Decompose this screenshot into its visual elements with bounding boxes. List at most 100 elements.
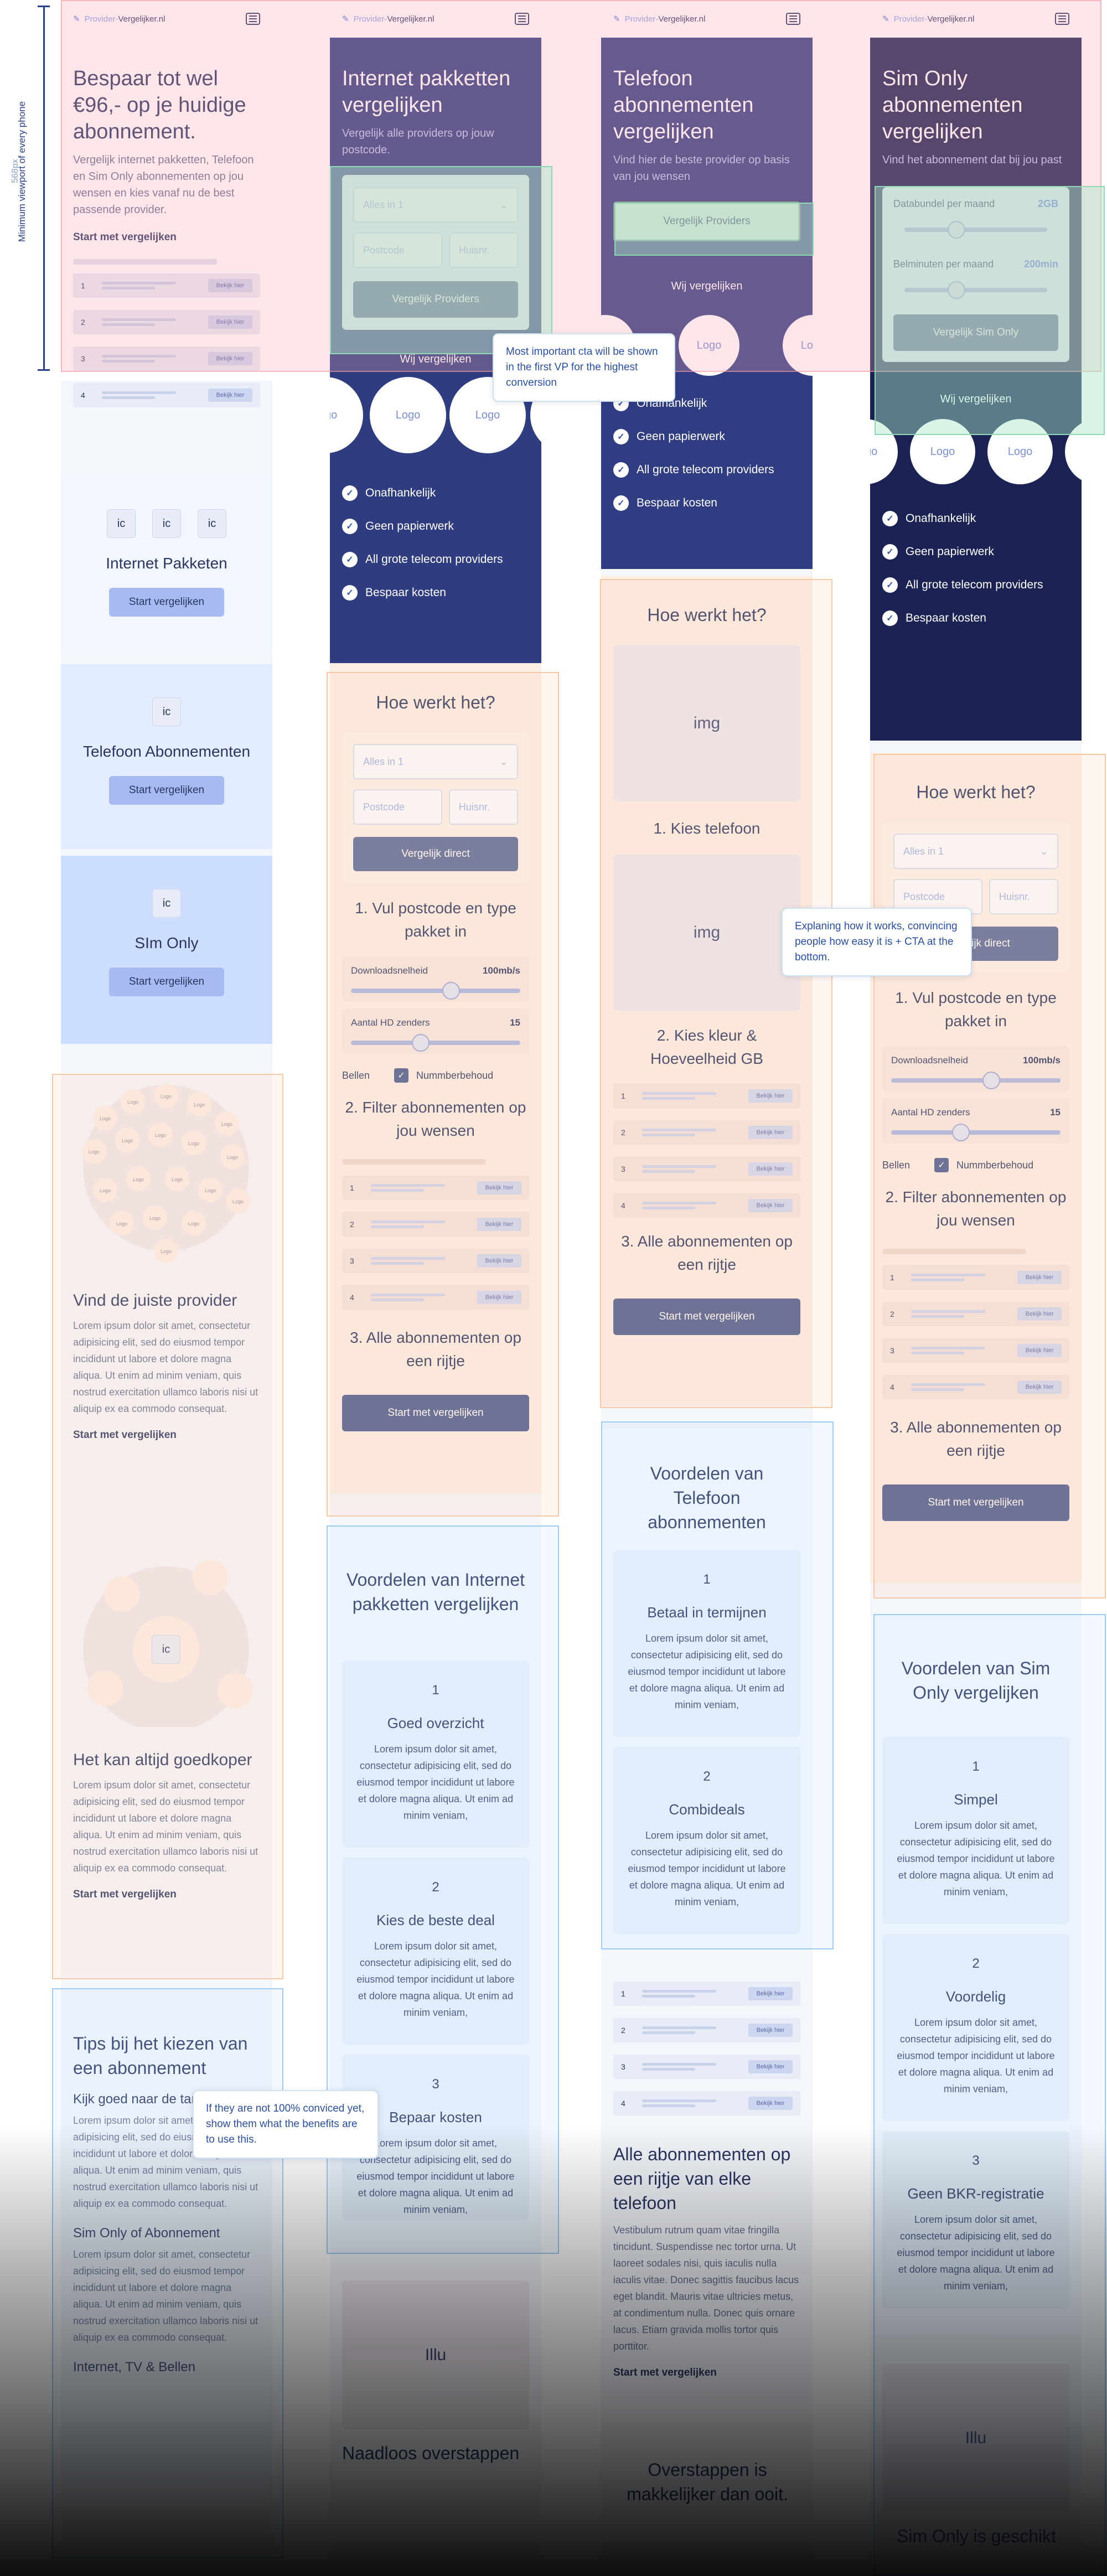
view-button[interactable]: Bekijk hier: [477, 1218, 521, 1231]
view-button[interactable]: Bekijk hier: [748, 1199, 793, 1212]
benefits-title: Voordelen van Sim Only vergelijken: [901, 1658, 1051, 1703]
data-label: Databundel per maand: [893, 198, 995, 209]
menu-icon[interactable]: [786, 13, 800, 25]
cheaper-illustration: ic: [77, 1550, 255, 1732]
logo-bubble: [126, 1167, 151, 1191]
data-slider[interactable]: [904, 221, 1047, 239]
tv-icon: ic: [152, 509, 181, 538]
view-button[interactable]: Bekijk hier: [748, 1089, 793, 1103]
package-select[interactable]: Alles in 1⌄: [893, 834, 1058, 869]
cheaper-link[interactable]: Start met vergelijken: [73, 1889, 177, 1900]
compare-providers-button[interactable]: Vergelijk Providers: [613, 201, 800, 241]
brand-logo[interactable]: ✎ Provider-Vergelijker.nl: [613, 14, 706, 24]
minutes-slider[interactable]: [904, 281, 1047, 299]
logo-bubble: [220, 1145, 245, 1169]
provider-logo[interactable]: Logo: [987, 419, 1053, 484]
check-icon: ✓: [882, 511, 898, 526]
download-slider[interactable]: [891, 1072, 1061, 1089]
checkbox-icon[interactable]: ✓: [934, 1158, 949, 1172]
menu-icon[interactable]: [246, 13, 260, 25]
provider-title: Vind de juiste provider: [73, 1291, 237, 1310]
number-keep-label: Nummberbehoud: [416, 1069, 494, 1081]
house-number-input[interactable]: Huisnr.: [448, 789, 518, 825]
logo-bubble: [187, 1092, 211, 1116]
view-button[interactable]: Bekijk hier: [477, 1181, 521, 1194]
hd-slider[interactable]: [891, 1124, 1061, 1141]
start-compare-button[interactable]: Start vergelijken: [109, 776, 224, 805]
hero-title: Internet pakketten vergelijken: [342, 67, 511, 117]
logo-bubble-label: Logo: [127, 1099, 138, 1105]
provider-logo[interactable]: Logo: [870, 419, 898, 484]
view-button[interactable]: Bekijk hier: [208, 279, 252, 292]
view-button[interactable]: Bekijk hier: [1017, 1344, 1062, 1357]
logo-bubble: [82, 1139, 106, 1163]
view-button[interactable]: Bekijk hier: [748, 1162, 793, 1176]
view-button[interactable]: Bekijk hier: [208, 315, 252, 329]
package-select[interactable]: Alles in 1⌄: [353, 187, 518, 223]
view-button[interactable]: Bekijk hier: [208, 389, 252, 402]
compare-providers-button[interactable]: Vergelijk Providers: [353, 281, 518, 318]
view-button[interactable]: Bekijk hier: [477, 1291, 521, 1304]
provider-logo[interactable]: Logo: [679, 315, 739, 376]
start-compare-button[interactable]: Start vergelijken: [109, 588, 224, 617]
compare-label: Wij vergelijken: [940, 393, 1012, 405]
phone-icon: ic: [198, 509, 226, 538]
view-button[interactable]: Bekijk hier: [1017, 1307, 1062, 1321]
view-button[interactable]: Bekijk hier: [748, 2024, 793, 2037]
compare-sim-button[interactable]: Vergelijk Sim Only: [893, 314, 1058, 351]
view-button[interactable]: Bekijk hier: [1017, 1271, 1062, 1284]
package-select[interactable]: Alles in 1⌄: [353, 744, 518, 779]
brand-logo[interactable]: ✎ Provider-Vergelijker.nl: [73, 14, 165, 24]
view-button[interactable]: Bekijk hier: [1017, 1380, 1062, 1394]
logo-bubble-label: Logo: [161, 1249, 172, 1254]
provider-logo[interactable]: Logo: [910, 419, 975, 484]
start-compare-button[interactable]: Start met vergelijken: [342, 1395, 529, 1431]
logo-bubble: [154, 1084, 178, 1108]
logo-bubble-label: Logo: [194, 1102, 205, 1108]
usp-item: ✓Onafhankelijk: [882, 502, 1069, 535]
menu-icon[interactable]: [1055, 13, 1069, 25]
hero-cta-link[interactable]: Start met vergelijken: [73, 231, 177, 243]
start-compare-button[interactable]: Start met vergelijken: [613, 1299, 800, 1335]
provider-logo[interactable]: Logo: [370, 377, 446, 453]
view-button[interactable]: Bekijk hier: [208, 352, 252, 365]
postcode-input[interactable]: Postcode: [353, 789, 442, 825]
brand-logo[interactable]: ✎ Provider-Vergelijker.nl: [882, 14, 975, 24]
start-compare-button[interactable]: Start vergelijken: [109, 968, 224, 996]
provider-logo[interactable]: Logo: [1065, 419, 1082, 484]
view-button[interactable]: Bekijk hier: [748, 1987, 793, 2000]
menu-icon[interactable]: [515, 13, 529, 25]
provider-link[interactable]: Start met vergelijken: [73, 1429, 177, 1441]
view-button[interactable]: Bekijk hier: [748, 2097, 793, 2110]
chevron-down-icon: ⌄: [1039, 845, 1048, 857]
benefits-section: Voordelen van Sim Only vergelijken 1 Sim…: [870, 1616, 1082, 2336]
nav-bar: ✎ Provider-Vergelijker.nl: [870, 0, 1082, 38]
view-button[interactable]: Bekijk hier: [748, 2060, 793, 2073]
house-number-input[interactable]: Huisnr.: [448, 232, 518, 268]
download-slider[interactable]: [351, 982, 520, 1000]
hd-slider[interactable]: [351, 1034, 520, 1052]
provider-logo[interactable]: Logo: [330, 377, 363, 453]
view-button[interactable]: Bekijk hier: [477, 1254, 521, 1268]
checkbox-icon[interactable]: ✓: [394, 1068, 409, 1083]
view-button[interactable]: Bekijk hier: [748, 1126, 793, 1139]
all-link[interactable]: Start met vergelijken: [613, 2367, 717, 2378]
sim-icon: ic: [152, 889, 181, 918]
benefits-title: Voordelen van Internet pakketten vergeli…: [346, 1570, 525, 1614]
compare-direct-button[interactable]: Vergelijk direct: [353, 837, 518, 871]
logo-bubble: [110, 1211, 134, 1235]
postcode-input[interactable]: Postcode: [353, 232, 442, 268]
start-compare-button[interactable]: Start met vergelijken: [882, 1484, 1069, 1521]
brand-logo[interactable]: ✎ Provider-Vergelijker.nl: [342, 14, 434, 24]
logo-bubble-label: Logo: [155, 1132, 166, 1138]
house-number-input[interactable]: Huisnr.: [989, 879, 1058, 914]
provider-logo[interactable]: Logo: [783, 315, 813, 376]
all-title: Alle abonnementen op een rijtje van elke…: [613, 2144, 791, 2213]
